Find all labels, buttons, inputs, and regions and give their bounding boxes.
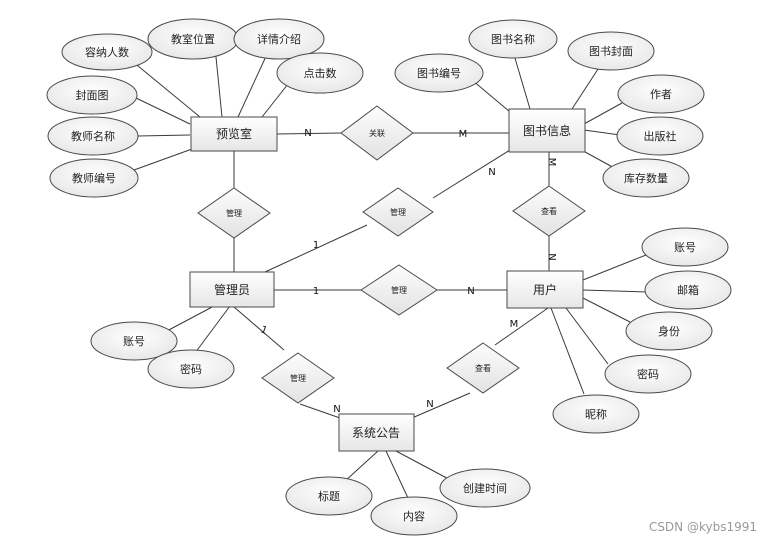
attr-stock: 库存数量	[602, 158, 690, 198]
svg-text:密码: 密码	[180, 362, 202, 376]
svg-text:图书名称: 图书名称	[491, 32, 535, 46]
svg-text:关联: 关联	[369, 128, 385, 138]
svg-text:点击数: 点击数	[304, 67, 337, 80]
rel-user-view-notice: 查看	[446, 342, 520, 394]
svg-text:身份: 身份	[658, 324, 680, 338]
attr-user-account: 账号	[641, 227, 729, 267]
svg-text:教师名称: 教师名称	[71, 129, 115, 143]
rel-admin-manage-room: 管理	[197, 187, 271, 239]
card-user: N	[467, 286, 474, 297]
card-link-book: M	[459, 129, 468, 140]
entity-admin: 管理员	[189, 271, 275, 308]
attr-details: 详情介绍	[233, 18, 325, 60]
card-admin-user: 1	[313, 286, 319, 297]
cardinality-labels: N M N 1 M N 1 N 1 N N M	[259, 128, 557, 415]
svg-text:创建时间: 创建时间	[463, 481, 507, 495]
svg-text:账号: 账号	[674, 241, 696, 254]
card-admin-book: 1	[313, 240, 319, 251]
attr-book-name: 图书名称	[468, 19, 558, 59]
svg-text:昵称: 昵称	[585, 407, 607, 421]
relationships: 关联 管理 管理 查看 管理 管理 查看	[197, 105, 586, 404]
attr-book-cover: 图书封面	[567, 31, 655, 71]
entities: 预览室 图书信息 管理员 用户 系统公告	[189, 108, 586, 452]
card-book-admin: N	[488, 167, 495, 178]
rel-room-book-link: 关联	[340, 105, 414, 161]
svg-text:图书编号: 图书编号	[417, 66, 461, 80]
attr-publisher: 出版社	[616, 116, 704, 156]
attr-notice-created-time: 创建时间	[439, 468, 531, 508]
entity-preview-room: 预览室	[190, 116, 278, 152]
attr-click-count: 点击数	[276, 52, 364, 94]
svg-text:系统公告: 系统公告	[352, 426, 400, 440]
svg-text:管理: 管理	[290, 373, 306, 383]
attr-admin-password: 密码	[147, 349, 235, 389]
watermark: CSDN @kybs1991	[648, 520, 757, 534]
attr-user-nickname: 昵称	[552, 394, 640, 434]
svg-text:教室位置: 教室位置	[171, 32, 215, 46]
card-room-link: N	[304, 128, 311, 139]
svg-text:管理: 管理	[226, 208, 242, 218]
svg-text:容纳人数: 容纳人数	[85, 45, 129, 59]
svg-text:账号: 账号	[123, 335, 145, 348]
preview-room-attributes: 容纳人数 教室位置 详情介绍 点击数 封面图 教师名称 教师编号	[46, 18, 364, 198]
svg-text:查看: 查看	[541, 206, 557, 216]
attr-admin-account: 账号	[90, 321, 178, 361]
announcement-attributes: 标题 内容 创建时间	[285, 468, 531, 536]
svg-text:教师编号: 教师编号	[72, 171, 116, 185]
rel-user-view-book: 查看	[512, 185, 586, 237]
card-book-view: M	[546, 158, 557, 167]
attr-notice-content: 内容	[370, 496, 458, 536]
svg-text:密码: 密码	[637, 367, 659, 381]
svg-text:图书封面: 图书封面	[589, 44, 633, 58]
card-admin-notice: 1	[259, 324, 269, 337]
svg-text:管理员: 管理员	[214, 282, 250, 297]
rel-admin-manage-user: 管理	[360, 264, 438, 316]
attr-user-email: 邮箱	[644, 270, 732, 310]
svg-text:作者: 作者	[650, 88, 672, 101]
admin-attributes: 账号 密码	[90, 321, 235, 389]
svg-text:用户: 用户	[533, 282, 557, 297]
svg-text:库存数量: 库存数量	[624, 171, 668, 185]
card-user-notice: M	[510, 319, 519, 330]
attr-classroom-location: 教室位置	[147, 18, 239, 60]
svg-text:出版社: 出版社	[644, 129, 677, 143]
card-view-user: N	[546, 253, 557, 260]
svg-text:图书信息: 图书信息	[523, 123, 571, 138]
attr-teacher-name: 教师名称	[47, 116, 139, 156]
attr-teacher-id: 教师编号	[49, 158, 139, 198]
book-info-attributes: 图书名称 图书封面 图书编号 作者 出版社 库存数量	[394, 19, 705, 198]
card-notice-admin: N	[333, 404, 340, 415]
entity-user: 用户	[506, 270, 584, 309]
rel-admin-manage-notice: 管理	[261, 352, 335, 404]
attr-author: 作者	[617, 74, 705, 114]
attr-notice-title: 标题	[285, 476, 373, 516]
svg-text:查看: 查看	[475, 363, 491, 373]
card-notice-user: N	[426, 399, 433, 410]
entity-announcement: 系统公告	[338, 413, 415, 452]
entity-book-info: 图书信息	[508, 108, 586, 153]
svg-text:管理: 管理	[391, 285, 407, 295]
svg-text:预览室: 预览室	[216, 126, 252, 141]
attr-user-identity: 身份	[625, 311, 713, 351]
attr-capacity: 容纳人数	[61, 33, 153, 71]
attr-cover-image: 封面图	[46, 75, 138, 115]
svg-text:封面图: 封面图	[76, 88, 109, 102]
attr-user-password: 密码	[604, 354, 692, 394]
user-attributes: 账号 邮箱 身份 密码 昵称	[552, 227, 732, 434]
svg-text:详情介绍: 详情介绍	[257, 32, 301, 46]
svg-text:内容: 内容	[403, 509, 425, 523]
rel-admin-manage-book: 管理	[362, 187, 434, 237]
svg-text:管理: 管理	[390, 207, 406, 217]
svg-text:标题: 标题	[318, 489, 340, 503]
attr-book-id: 图书编号	[394, 53, 484, 93]
svg-text:邮箱: 邮箱	[677, 283, 699, 297]
